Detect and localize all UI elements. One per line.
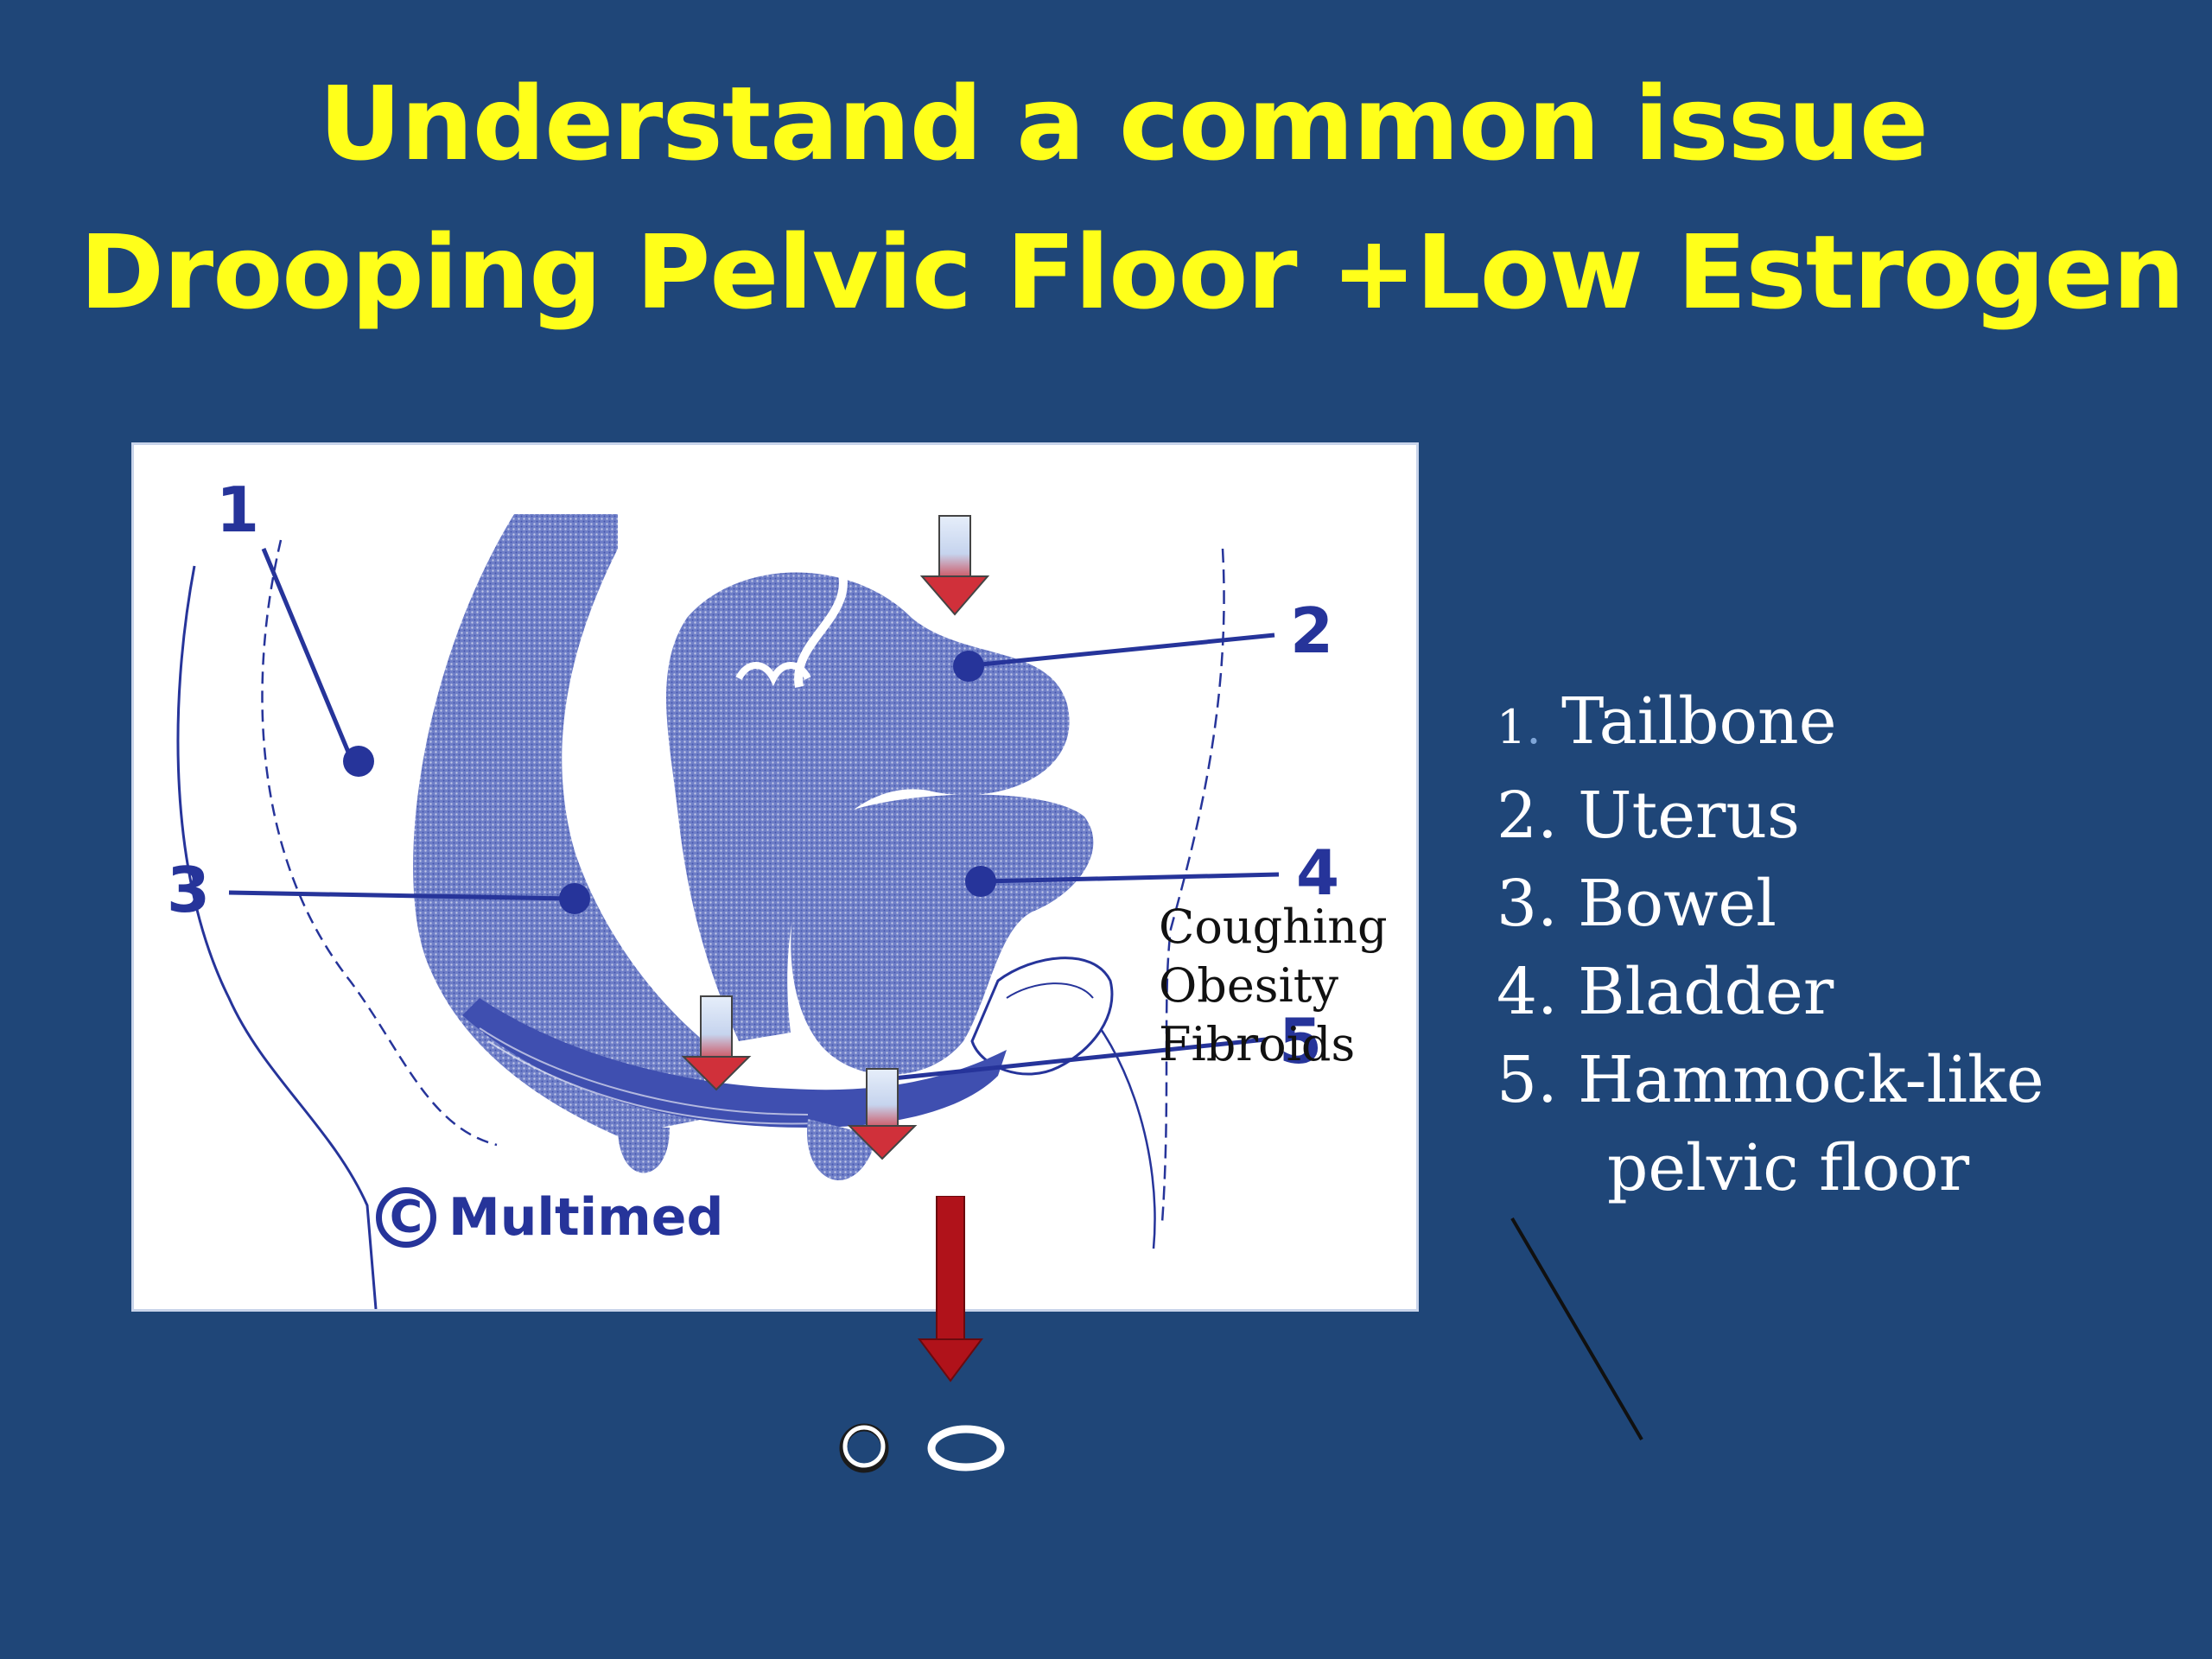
ring-shapes-icon [839,1423,1005,1473]
sacrum-outline [261,539,498,1147]
copyright-notice: C Multimed [376,1183,723,1252]
legend-item-5: 5. Hammock-like [1497,1043,2044,1117]
copyright-text: Multimed [448,1187,724,1248]
uterus-shape [666,572,1070,1041]
callout-number-1: 1 [216,474,259,546]
copyright-icon: C [376,1187,436,1248]
callout-number-3: 3 [167,854,210,926]
diagram-illustration: 1 2 3 4 5 [167,474,1339,1309]
slash-line-decoration [1510,1217,1643,1441]
legend-item-2: 2. Uterus [1497,779,1801,853]
cause-item: Coughing [1159,899,1388,954]
pressure-arrow-top [919,515,990,616]
callout-number-5: 5 [1279,1005,1322,1077]
bladder-shape [791,794,1094,1075]
cause-item: Obesity [1159,958,1338,1013]
legend-item-3: 3. Bowel [1497,867,1777,941]
slide-title-line-2: Drooping Pelvic Floor +Low Estrogen [79,213,2185,332]
red-down-arrow-icon [918,1196,983,1382]
slide-title-line-1: Understand a common issue [318,64,1929,183]
pressure-arrow-right [847,1068,918,1160]
pressure-arrow-left [681,995,752,1091]
pelvic-anatomy-diagram: 1 2 3 4 5 Coughing Obesity Fibroids C Mu… [131,442,1419,1312]
abdomen-outline [1160,548,1225,1224]
callout-number-2: 2 [1290,594,1333,667]
cause-item: Fibroids [1159,1017,1356,1071]
anatomy-legend: 1. Tailbone 2. Uterus 3. Bowel 4. Bladde… [1497,677,2044,1212]
callout-number-4: 4 [1296,836,1339,909]
legend-item-5-continuation: pelvic floor [1607,1131,1970,1205]
legend-item-1: 1. Tailbone [1497,684,1837,759]
body-outline [176,565,378,1309]
legend-item-4: 4. Bladder [1497,955,1834,1029]
pressure-causes-list: Coughing Obesity Fibroids [1159,898,1388,1074]
bowel-shape [413,514,704,1136]
